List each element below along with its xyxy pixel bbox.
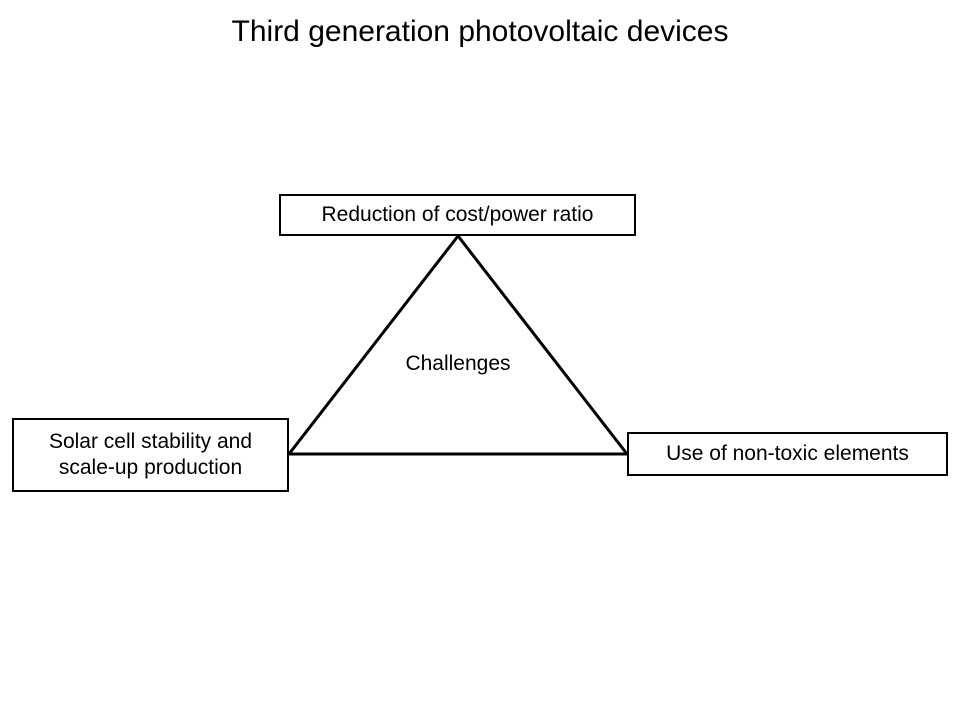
node-cost-power-ratio-label: Reduction of cost/power ratio [321,203,594,226]
diagram-title: Third generation photovoltaic devices [231,15,729,48]
node-non-toxic-label: Use of non-toxic elements [666,442,909,465]
node-stability-label-line2: scale-up production [58,456,243,479]
triangle-outline [285,233,631,456]
node-stability-label-line1: Solar cell stability and [48,430,253,453]
node-stability-scale-up: Solar cell stability and scale-up produc… [12,418,289,492]
node-non-toxic-elements: Use of non-toxic elements [627,432,948,476]
center-label: Challenges [405,352,511,375]
node-cost-power-ratio: Reduction of cost/power ratio [279,194,636,236]
